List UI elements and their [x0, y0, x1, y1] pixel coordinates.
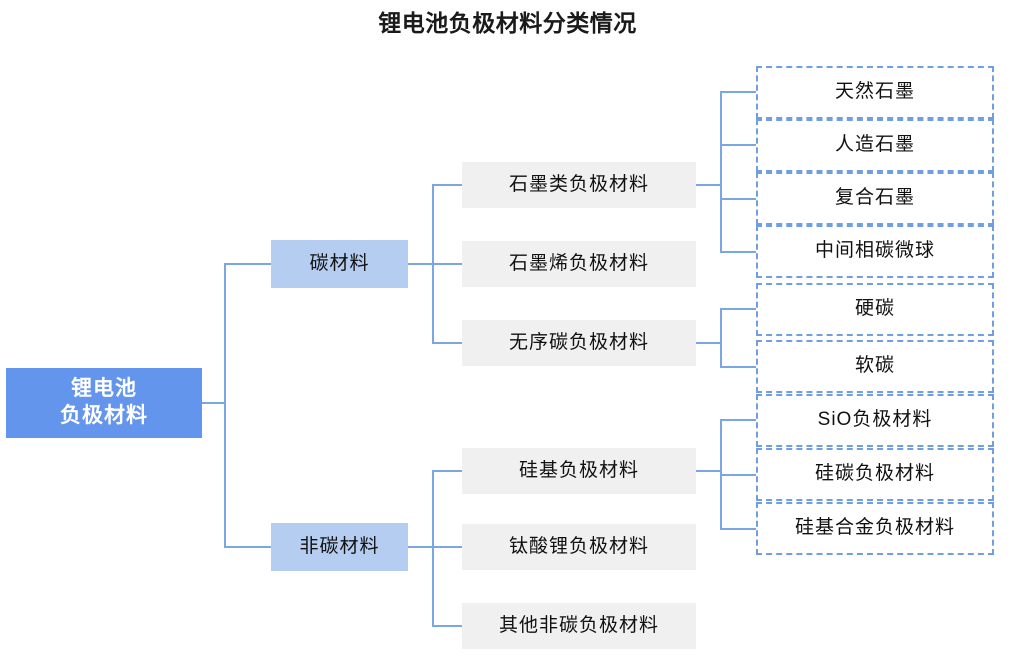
node-label: 复合石墨	[834, 187, 915, 209]
node-hard-carbon[interactable]: 硬碳	[756, 283, 994, 336]
node-label: 硅基合金负极材料	[794, 517, 955, 539]
node-root-line2: 负极材料	[60, 404, 148, 427]
page-title: 锂电池负极材料分类情况	[378, 10, 637, 36]
node-silicon-alloy-anode-material[interactable]: 硅基合金负极材料	[756, 502, 994, 555]
node-label: 硅基负极材料	[518, 459, 639, 481]
node-mesocarbon-microbeads[interactable]: 中间相碳微球	[756, 225, 994, 278]
node-label: 其他非碳负极材料	[498, 614, 659, 636]
node-artificial-graphite[interactable]: 人造石墨	[756, 119, 994, 172]
node-sio-anode-material[interactable]: SiO负极材料	[756, 394, 994, 447]
node-label: 无序碳负极材料	[508, 331, 649, 353]
node-label: 人造石墨	[834, 134, 915, 156]
node-label: SiO负极材料	[817, 409, 933, 431]
node-root-line1: 锂电池	[71, 377, 137, 401]
node-root[interactable]: 锂电池 负极材料	[6, 368, 202, 438]
node-graphene-anode-material[interactable]: 石墨烯负极材料	[462, 241, 696, 287]
node-label: 碳材料	[309, 252, 370, 274]
node-composite-graphite[interactable]: 复合石墨	[756, 172, 994, 225]
node-label: 石墨烯负极材料	[508, 252, 649, 274]
node-label: 硅碳负极材料	[814, 463, 935, 485]
node-label: 天然石墨	[834, 81, 915, 103]
node-label: 中间相碳微球	[814, 240, 935, 262]
node-label: 钛酸锂负极材料	[508, 535, 649, 557]
node-label: 软碳	[854, 355, 895, 377]
node-lithium-titanate-anode-material[interactable]: 钛酸锂负极材料	[462, 524, 696, 570]
node-carbon-materials[interactable]: 碳材料	[271, 240, 408, 288]
node-silicon-based-anode-material[interactable]: 硅基负极材料	[462, 448, 696, 494]
node-soft-carbon[interactable]: 软碳	[756, 340, 994, 393]
node-other-non-carbon-anode-material[interactable]: 其他非碳负极材料	[462, 603, 696, 649]
node-silicon-carbon-anode-material[interactable]: 硅碳负极材料	[756, 448, 994, 501]
node-label: 非碳材料	[299, 535, 380, 557]
node-label: 石墨类负极材料	[508, 173, 649, 195]
node-natural-graphite[interactable]: 天然石墨	[756, 66, 994, 119]
node-disordered-carbon-anode-material[interactable]: 无序碳负极材料	[462, 320, 696, 366]
node-graphite-anode-material[interactable]: 石墨类负极材料	[462, 162, 696, 208]
node-non-carbon-materials[interactable]: 非碳材料	[271, 523, 408, 571]
node-label: 硬碳	[854, 298, 895, 320]
